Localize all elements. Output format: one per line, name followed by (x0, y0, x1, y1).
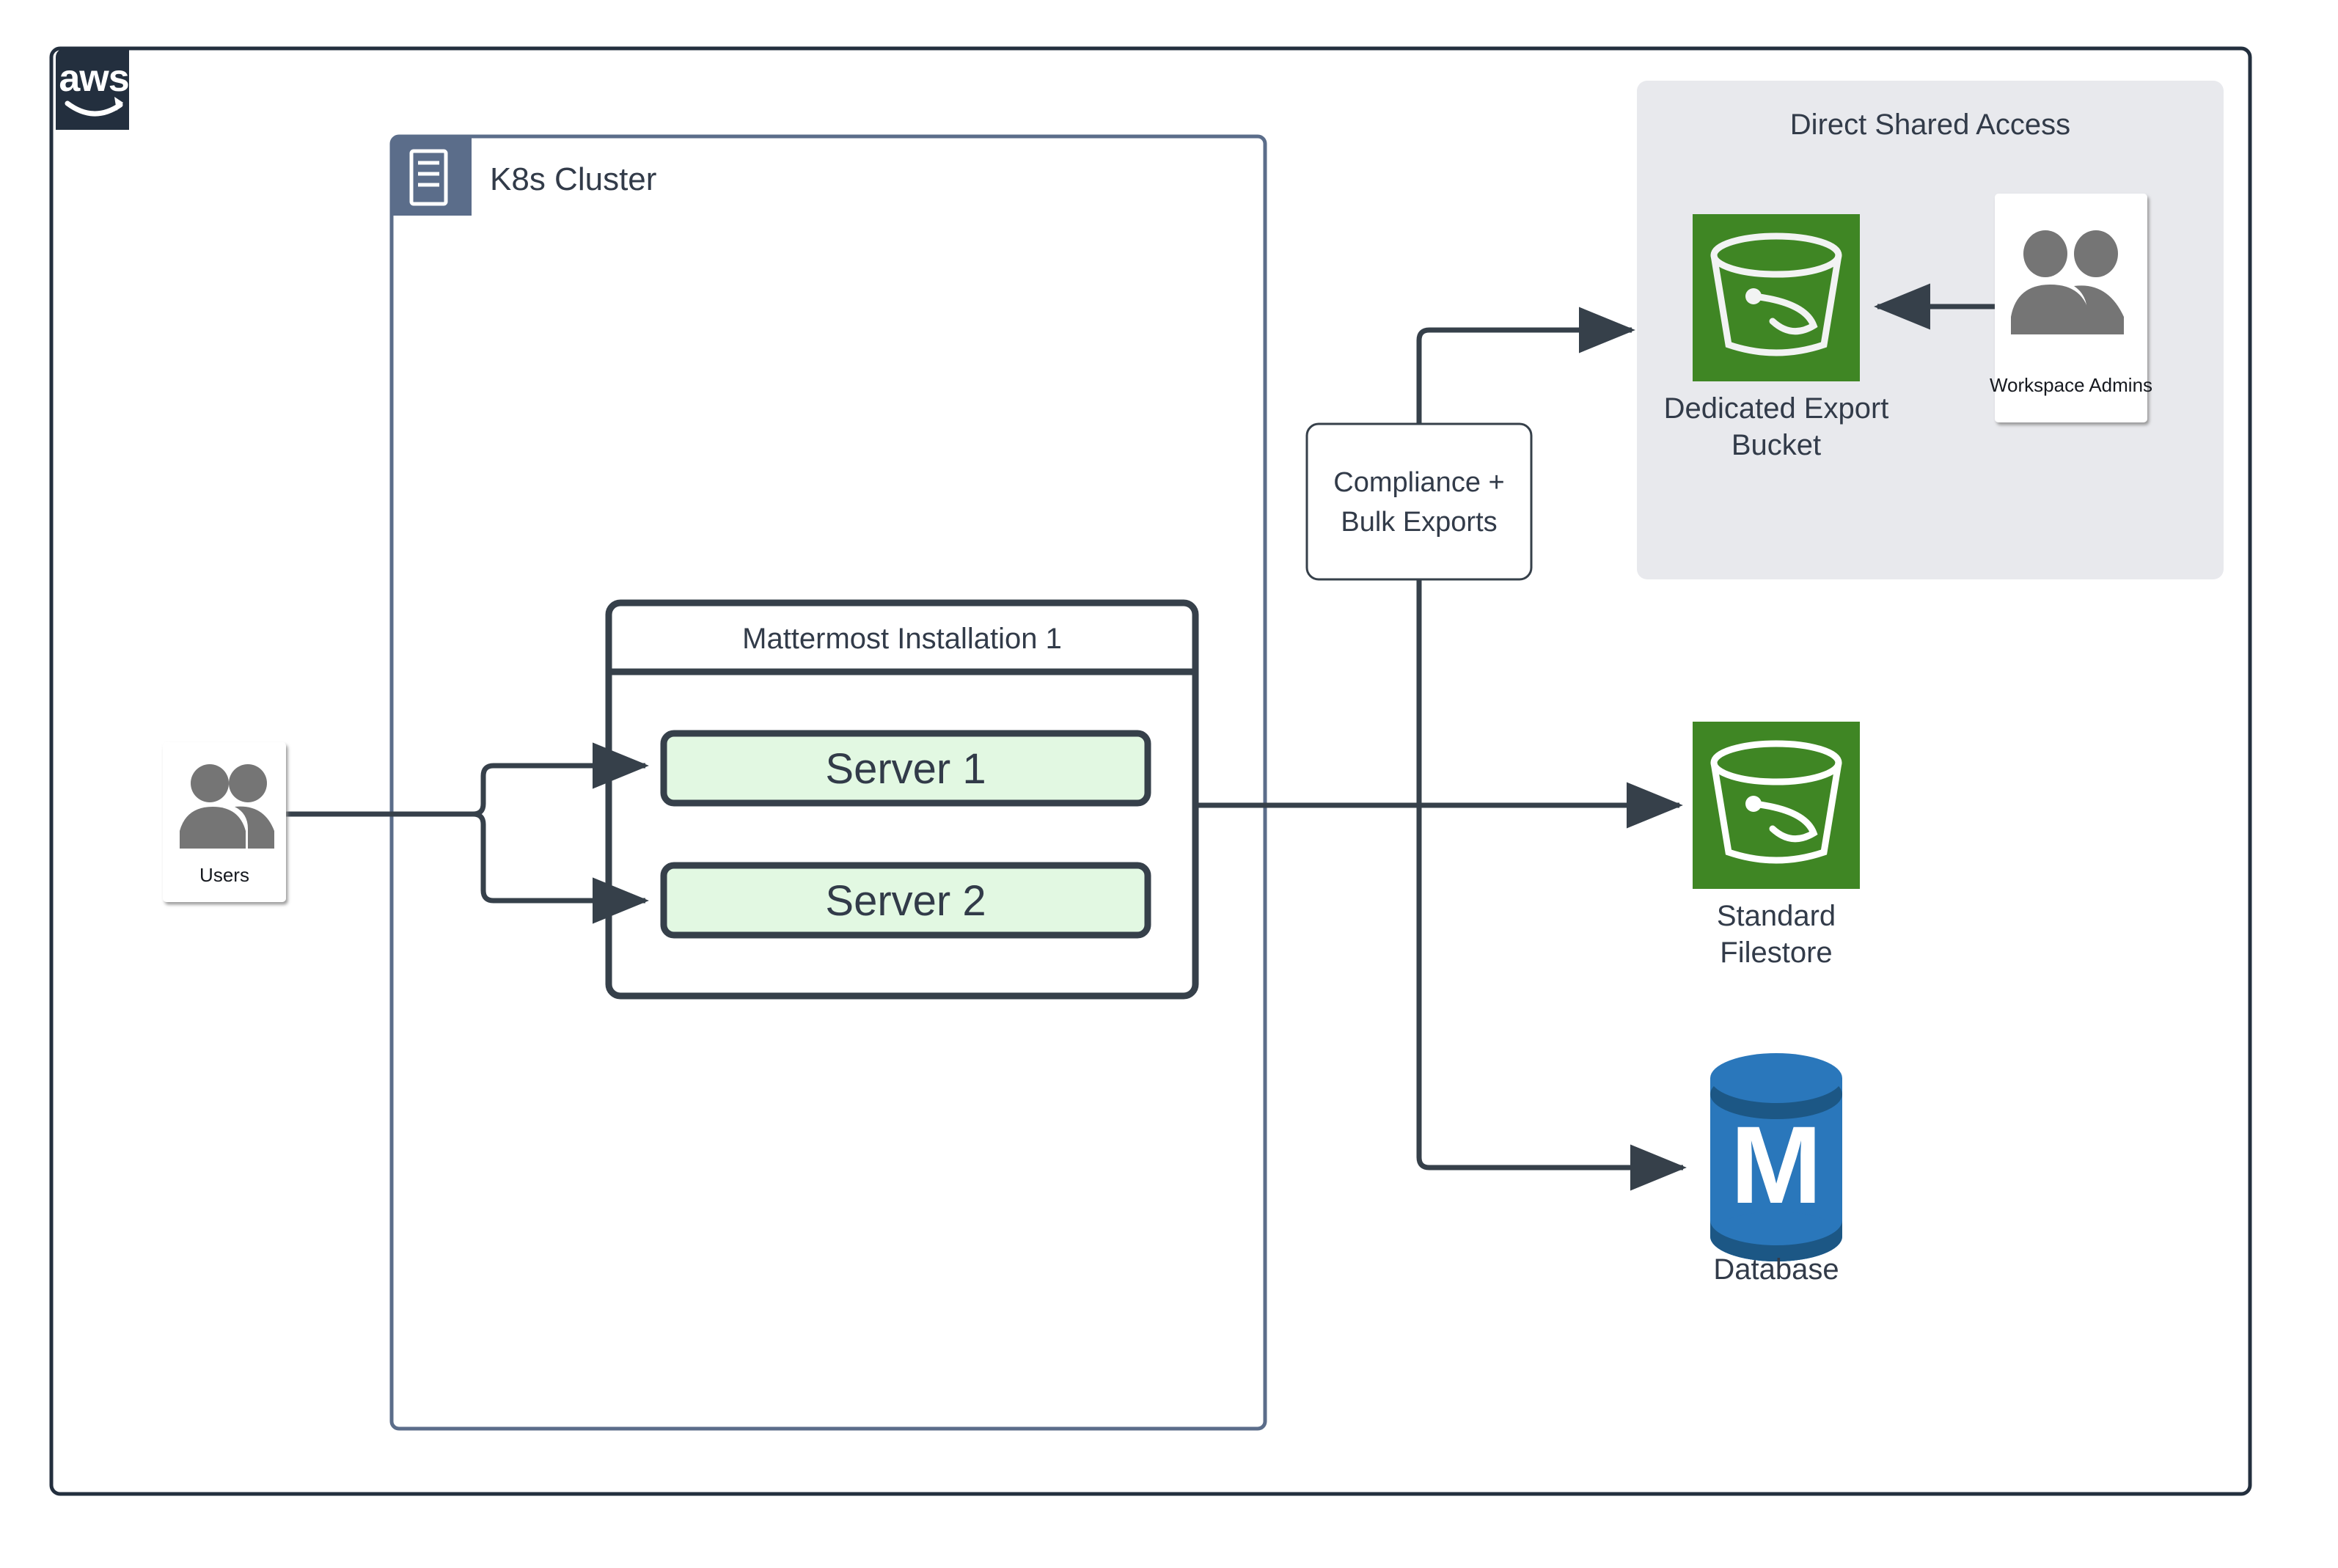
users-icon (2011, 230, 2124, 334)
standard-filestore-label-2: Filestore (1720, 937, 1832, 969)
database-node[interactable]: M Database (1710, 1053, 1842, 1286)
connector-arrowheads-overlay (579, 742, 649, 924)
compliance-label-2: Bulk Exports (1341, 507, 1497, 538)
users-icon (180, 764, 274, 849)
database-letter: M (1731, 1103, 1822, 1226)
server-2-box[interactable]: Server 2 (660, 862, 1151, 939)
standard-filestore-label-1: Standard (1717, 900, 1836, 932)
database-cylinder-icon: M (1710, 1053, 1842, 1261)
workspace-admins-card[interactable]: Workspace Admins (1990, 194, 2152, 422)
database-label: Database (1713, 1253, 1839, 1286)
connector-compliance-to-export-bucket (1416, 307, 1635, 424)
mattermost-installation-node[interactable]: Mattermost Installation 1 Server 1 Serve… (605, 599, 1199, 1000)
server-1-box[interactable]: Server 1 (660, 730, 1151, 807)
standard-filestore-node[interactable]: Standard Filestore (1693, 722, 1860, 969)
dedicated-export-bucket-label-2: Bucket (1731, 429, 1821, 461)
aws-wordmark: aws (59, 57, 128, 100)
dedicated-export-bucket-node[interactable]: Dedicated Export Bucket (1664, 214, 1889, 461)
k8s-cluster-title: K8s Cluster (490, 161, 656, 197)
compliance-label-1: Compliance + (1333, 467, 1504, 498)
connector-compliance-to-database (1416, 579, 1687, 1191)
users-label: Users (199, 864, 249, 886)
server-2-label: Server 2 (825, 877, 986, 925)
server-rack-icon (409, 149, 448, 206)
server-1-label: Server 1 (825, 745, 986, 793)
workspace-admins-label: Workspace Admins (1990, 374, 2152, 396)
mattermost-installation-title: Mattermost Installation 1 (742, 623, 1062, 655)
compliance-bulk-exports-node[interactable]: Compliance + Bulk Exports (1305, 422, 1533, 581)
connector-users-fork-down (472, 811, 649, 924)
direct-shared-access-title: Direct Shared Access (1790, 109, 2070, 141)
aws-logo-badge: aws (56, 48, 130, 130)
dedicated-export-bucket-label-1: Dedicated Export (1664, 392, 1889, 425)
users-card[interactable]: Users (163, 742, 286, 902)
